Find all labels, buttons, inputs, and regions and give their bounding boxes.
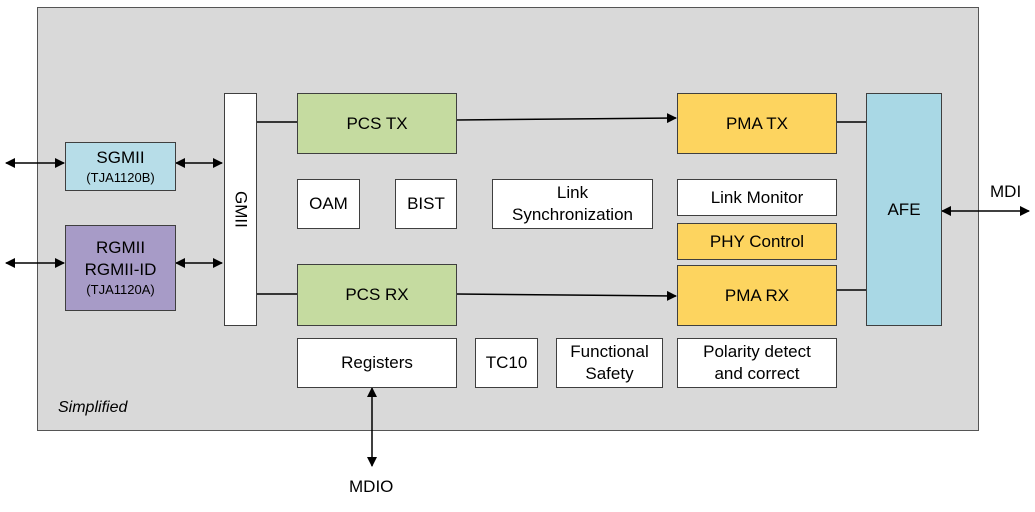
registers-block: Registers <box>297 338 457 388</box>
bist-label: BIST <box>407 194 445 213</box>
sgmii-block: SGMII (TJA1120B) <box>65 142 176 191</box>
phy-control-label: PHY Control <box>709 231 805 251</box>
simplified-note: Simplified <box>58 399 128 416</box>
rgmii-part-label: (TJA1120A) <box>86 282 155 297</box>
pcs-tx-label: PCS TX <box>346 113 408 133</box>
pcs-tx-block: PCS TX <box>297 93 457 154</box>
oam-block: OAM <box>297 179 360 229</box>
mdio-label: MDIO <box>349 477 394 496</box>
pcsrx-pmarx-arrow <box>455 290 677 301</box>
gmii-block: GMII <box>224 93 257 326</box>
pma-rx-block: PMA RX <box>677 265 837 326</box>
rgmii-id-label: RGMII-ID <box>84 260 157 279</box>
pcs-rx-label: PCS RX <box>345 285 409 304</box>
link-sync-label-2: Synchronization <box>512 205 633 224</box>
rgmii-block: RGMII RGMII-ID (TJA1120A) <box>65 225 176 311</box>
pcs-rx-block: PCS RX <box>297 264 457 326</box>
polarity-detect-block: Polarity detect and correct <box>677 338 837 388</box>
gmii-label: GMII <box>231 191 251 228</box>
oam-label: OAM <box>309 194 348 213</box>
rgmii-label: RGMII <box>95 238 146 257</box>
afe-block: AFE <box>866 93 942 326</box>
link-monitor-label: Link Monitor <box>710 187 804 207</box>
pma-tx-block: PMA TX <box>677 93 837 154</box>
phy-control-block: PHY Control <box>677 223 837 260</box>
pma-tx-label: PMA TX <box>725 113 789 133</box>
functional-safety-block: Functional Safety <box>556 338 663 388</box>
functional-safety-label-2: Safety <box>585 364 634 383</box>
afe-label: AFE <box>887 199 921 219</box>
sgmii-label: SGMII <box>96 147 145 167</box>
tc10-block: TC10 <box>475 338 538 388</box>
link-sync-label-1: Link <box>556 183 589 202</box>
pcstx-pmatx-arrow <box>455 113 677 124</box>
polarity-label-2: and correct <box>714 364 800 383</box>
registers-label: Registers <box>341 353 413 372</box>
link-synchronization-block: Link Synchronization <box>492 179 653 229</box>
link-monitor-block: Link Monitor <box>677 179 837 216</box>
tc10-label: TC10 <box>485 353 528 372</box>
sgmii-part-label: (TJA1120B) <box>86 169 155 185</box>
bist-block: BIST <box>395 179 457 229</box>
pma-rx-label: PMA RX <box>724 285 790 305</box>
functional-safety-label-1: Functional <box>570 342 649 361</box>
mdi-label: MDI <box>990 182 1022 201</box>
polarity-label-1: Polarity detect <box>703 342 811 361</box>
